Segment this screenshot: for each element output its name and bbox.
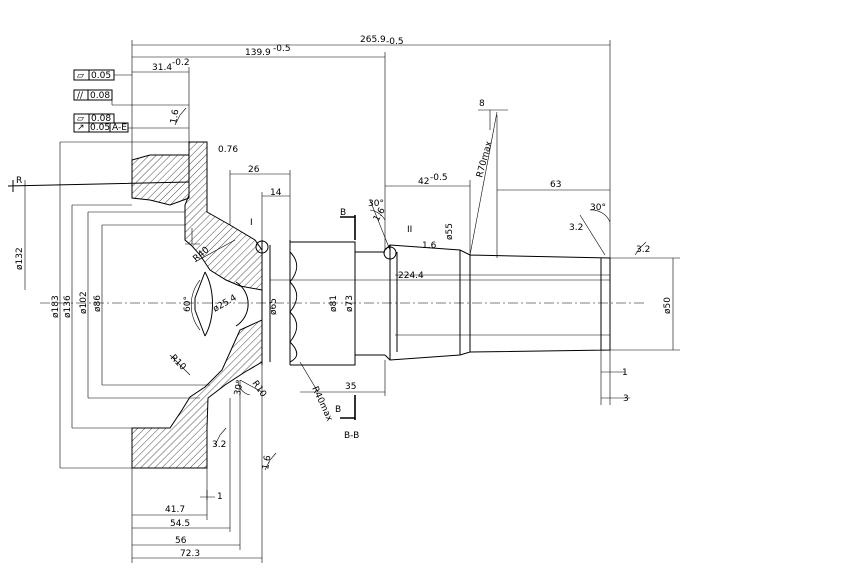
text-rough-16c: 1.6 (422, 241, 437, 251)
section-b-top-marker (340, 215, 356, 240)
text-dia-136: ø136 (63, 295, 73, 318)
text-63: 63 (550, 180, 561, 190)
spline-wave (289, 251, 298, 363)
text-076: 0.76 (218, 145, 238, 155)
text-60: 60° (183, 296, 193, 312)
chamfer-leaders (369, 199, 606, 256)
text-rough-32c: 3.2 (636, 245, 650, 255)
text-rough-32b: 3.2 (569, 223, 583, 233)
r40-leader (194, 239, 236, 263)
detail-ii-marker (383, 246, 397, 260)
text-30a: 30° (368, 199, 384, 209)
shaft-inner-lines (395, 274, 610, 336)
text-545: 54.5 (170, 519, 190, 529)
text-31: 31.4 (152, 63, 172, 73)
text-265-tol: -0.5 (386, 37, 404, 47)
top-ext-lines (131, 40, 611, 258)
tol-4-datum: A-E (112, 123, 127, 133)
text-dia-65: ø65 (269, 298, 279, 315)
text-label-ii: II (407, 225, 412, 235)
text-dia-73: ø73 (345, 295, 355, 312)
text-30c: 30° (233, 379, 246, 396)
text-rough-16d: 1.6 (261, 454, 273, 470)
text-sphere: ø25.4 (212, 293, 239, 315)
right-small-dims (600, 350, 630, 405)
tol-1-symbol: ⏥ (77, 71, 84, 81)
dim-50-ext (610, 257, 680, 351)
text-14: 14 (270, 188, 282, 198)
text-dia-86: ø86 (93, 295, 103, 312)
text-30b: 30° (590, 203, 606, 213)
text-dia-132: ø132 (15, 247, 25, 270)
tolerance-frame-4 (73, 122, 189, 133)
r-reference-line (7, 180, 190, 192)
text-dia-55: ø55 (445, 223, 455, 240)
angle-30-chamfer-arcs (237, 209, 611, 396)
sphere-arc (235, 281, 249, 327)
tol-3-symbol: ⏥ (77, 114, 84, 124)
text-265: 265.9 (360, 35, 386, 45)
inner-bore-contour (194, 271, 213, 337)
text-r40max: R40max (309, 385, 334, 424)
text-723: 72.3 (180, 549, 200, 559)
r70-leader (469, 111, 498, 256)
dim-8-marks (478, 109, 508, 130)
text-r70: R70max (475, 139, 494, 178)
roughness-symbol-4 (634, 241, 647, 256)
flange-section-top (184, 141, 263, 291)
text-26: 26 (248, 165, 260, 175)
mid-ext-lines (229, 115, 498, 258)
small-dim-1-marks (185, 228, 215, 500)
text-label-r: R (16, 176, 22, 186)
r10-leader (169, 354, 191, 376)
text-dia-50: ø50 (663, 297, 673, 314)
text-section-bb: B-B (344, 431, 359, 441)
text-56: 56 (175, 536, 187, 546)
shaft-outline (355, 244, 611, 361)
text-label-b-top: B (340, 208, 346, 218)
tolerance-frame-1 (73, 69, 132, 81)
text-label-i: I (250, 218, 253, 228)
text-r10b: R10 (250, 379, 269, 399)
detail-i-marker (255, 240, 269, 254)
tol-2-value: 0.08 (90, 91, 110, 101)
text-rough-16a: 1.6 (169, 108, 181, 124)
text-label-b-bottom: B (335, 405, 341, 415)
text-31-tol: -0.2 (172, 58, 190, 68)
roughness-symbol-1 (174, 107, 187, 126)
text-dim-1a: 1 (217, 492, 223, 502)
text-dia-183: ø183 (51, 295, 61, 318)
roughness-symbol-3 (264, 452, 277, 471)
tol-4-value: 0.05 (90, 123, 110, 133)
r10b-leader (239, 379, 263, 393)
text-8: 8 (479, 99, 485, 109)
text-dim-1b: 1 (622, 368, 628, 378)
tolerance-frame-2 (73, 89, 189, 106)
spline-block (261, 240, 356, 366)
text-417: 41.7 (165, 505, 185, 515)
roughness-symbol-2 (214, 427, 227, 446)
flange-lip-top (131, 154, 190, 206)
text-139-tol: -0.5 (273, 44, 291, 54)
r40max-leader (299, 361, 319, 393)
flange-outline (131, 142, 208, 469)
section-b-bottom-marker (340, 395, 356, 420)
tol-3-value: 0.08 (91, 114, 111, 124)
angle-60-arc (191, 279, 201, 331)
tol-4-symbol: ↗ (77, 123, 85, 133)
tol-2-symbol: // (77, 91, 84, 101)
text-35: 35 (345, 382, 356, 392)
text-dim-3: 3 (623, 394, 629, 404)
text-dia-81: ø81 (329, 295, 339, 312)
text-139: 139.9 (245, 48, 271, 58)
text-dia-102: ø102 (79, 291, 89, 314)
flange-extension-lines (60, 141, 210, 469)
tol-1-value: 0.05 (91, 71, 111, 81)
text-42-tol: -0.5 (430, 173, 448, 183)
text-42: 42 (418, 177, 429, 187)
text-224: 224.4 (398, 271, 424, 281)
text-rough-32a: 3.2 (212, 440, 226, 450)
